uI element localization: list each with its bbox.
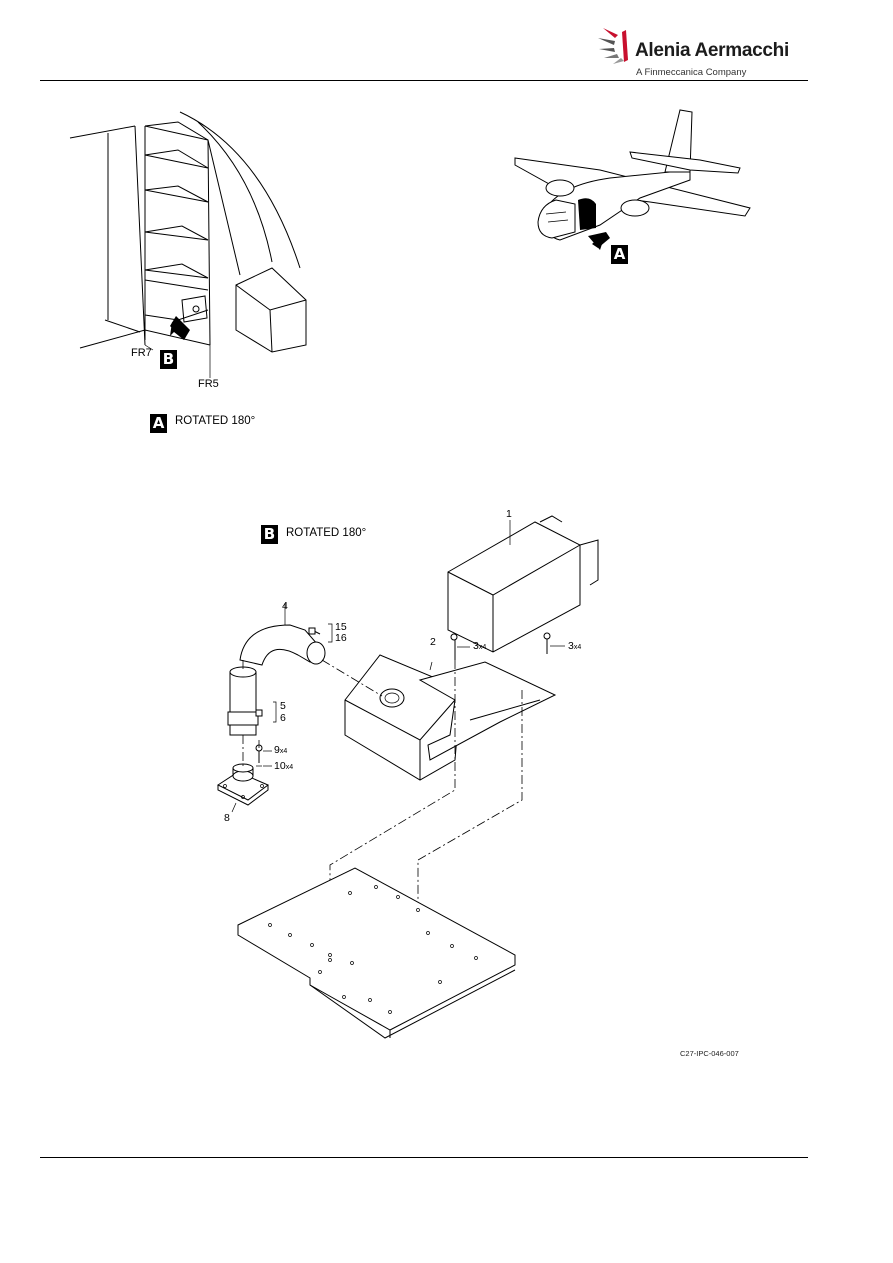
frame-label-fr5: FR5 [198, 378, 219, 390]
item-number-2: 2 [430, 636, 436, 648]
item-number-15: 15 [335, 621, 347, 633]
cabin-shelf-view [69, 111, 307, 378]
brand-tagline: A Finmeccanica Company [636, 67, 747, 78]
item-number-16: 16 [335, 632, 347, 644]
item-number-3b: 3x4 [568, 640, 582, 652]
view-a-caption: ROTATED 180° [175, 415, 256, 427]
item-number-10: 10x4 [274, 760, 294, 772]
footer-rule [40, 1157, 808, 1158]
header-rule [40, 80, 808, 81]
view-b-marker-tag: B [160, 350, 177, 369]
alenia-swoosh-logo-icon [598, 28, 628, 64]
figure-reference: C27-IPC-046-007 [680, 1049, 739, 1058]
view-b-tag: B [261, 525, 278, 544]
item-number-4: 4 [282, 600, 288, 612]
item-number-1: 1 [506, 508, 512, 520]
item-number-6: 6 [280, 712, 286, 724]
item-number-9: 9x4 [274, 744, 288, 756]
frame-label-fr7: FR7 [131, 347, 152, 359]
item-number-5: 5 [280, 700, 286, 712]
brand-name: Alenia Aermacchi [635, 40, 789, 61]
view-b-assembly [216, 515, 599, 1039]
view-b-caption: ROTATED 180° [286, 527, 367, 539]
aircraft-view-a-tag: A [611, 245, 628, 264]
view-a-tag: A [150, 414, 167, 433]
item-number-8: 8 [224, 812, 230, 824]
item-number-3a: 3x4 [473, 640, 487, 652]
aircraft-illustration [514, 109, 751, 250]
